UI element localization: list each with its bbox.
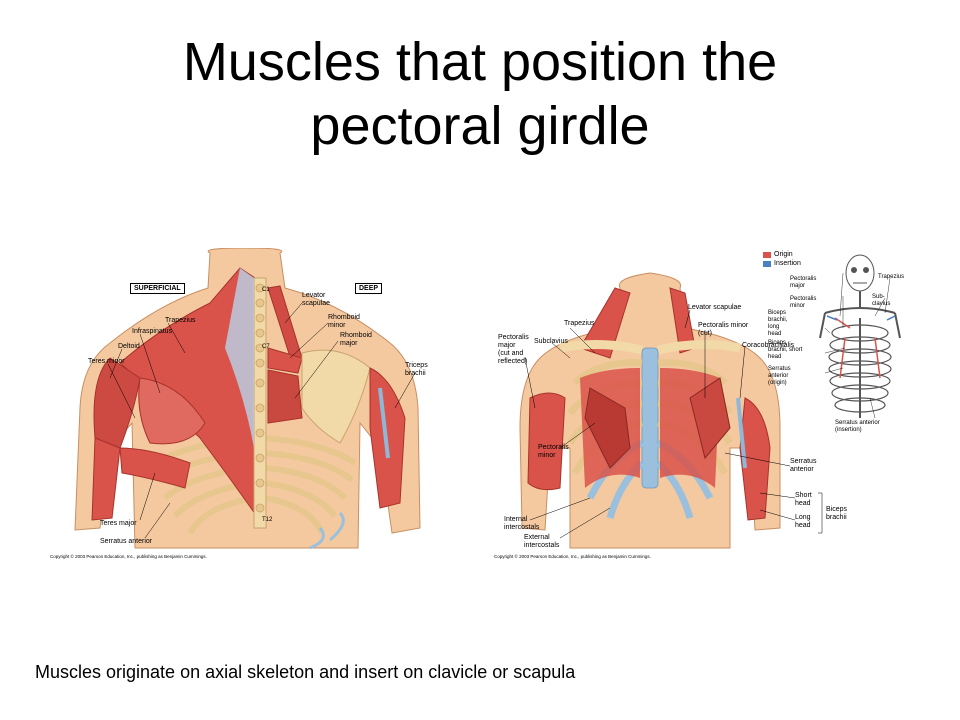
label-trapezius-anterior: Trapezius [564, 320, 595, 327]
label-serratus-anterior: Serratus anterior [100, 538, 153, 545]
label-levator-scapulae-anterior: Levator scapulae [688, 304, 742, 311]
label-serratus-anterior-anterior: Serratus anterior [790, 458, 817, 473]
legend-origin-label: Origin [774, 251, 793, 258]
label-c1: C1 [262, 287, 270, 293]
label-skeleton-subclavius: Sub- clavius [872, 294, 891, 307]
label-short-head: Short head [795, 492, 812, 507]
posterior-copyright: Copyright © 2003 Pearson Education, Inc.… [50, 554, 207, 559]
legend-insertion-label: Insertion [774, 260, 801, 267]
label-teres-minor: Teres minor [88, 358, 125, 365]
label-skeleton-pectoralis-major: Pectoralis major [790, 276, 817, 289]
left-arm [91, 437, 121, 521]
label-pectoralis-major-reflected: Pectoralis major (cut and reflected) [498, 334, 529, 365]
label-external-intercostals: External intercostals [524, 534, 560, 549]
rhomboid-major-muscle [267, 369, 303, 424]
label-skeleton-biceps-long: Biceps brachii, long head [768, 310, 788, 337]
posterior-view-illustration [74, 248, 421, 550]
slide-caption: Muscles originate on axial skeleton and … [35, 662, 576, 682]
clavicle-bone [559, 339, 644, 355]
label-skeleton-pectoralis-minor: Pectoralis minor [790, 296, 817, 309]
label-coracobrachialis: Coracobrachialis [742, 342, 795, 349]
label-biceps-brachii: Biceps brachii [826, 506, 848, 521]
label-subclavius: Subclavius [534, 338, 568, 345]
mini-skeleton [819, 254, 901, 419]
label-levator-scapulae: Levator scapulae [302, 292, 331, 307]
label-infraspinatus: Infraspinatus [132, 328, 173, 335]
posterior-view-figure: SUPERFICIAL DEEP Trapezius Infraspinatus… [40, 248, 440, 563]
anterior-view-illustration [519, 254, 901, 549]
legend-origin-swatch [763, 252, 771, 258]
label-long-head: Long head [795, 514, 811, 529]
anterior-view-figure: Origin Insertion Trapezius Subclavius Pe… [490, 248, 920, 563]
label-internal-intercostals: Internal intercostals [504, 516, 540, 531]
label-rhomboid-major: Rhomboid major [340, 332, 372, 347]
label-skeleton-trapezius: Trapezius [878, 274, 905, 280]
label-pectoralis-minor-cut: Pectoralis minor (cut) [698, 322, 749, 337]
slide-title-line-2: pectoral girdle [310, 96, 650, 156]
label-skeleton-serratus-insertion: Serratus anterior (insertion) [835, 420, 880, 433]
label-skeleton-biceps-short: Biceps brachii, short head [768, 340, 803, 360]
deep-badge: DEEP [355, 283, 383, 294]
rhomboid-minor-muscle [267, 347, 303, 374]
legend-insertion-swatch [763, 261, 771, 267]
label-triceps-brachii: Triceps brachii [405, 362, 428, 377]
label-skeleton-serratus-origin: Serratus anterior (origin) [768, 366, 791, 386]
label-trapezius: Trapezius [165, 317, 196, 324]
label-c7: C7 [262, 344, 270, 350]
label-teres-major: Teres major [100, 520, 137, 527]
label-t12: T12 [262, 517, 273, 523]
infraspinatus-muscle [138, 377, 206, 445]
anterior-copyright: Copyright © 2003 Pearson Education, Inc.… [494, 554, 651, 559]
label-rhomboid-minor: Rhomboid minor [328, 314, 360, 329]
label-deltoid: Deltoid [118, 343, 140, 350]
pectoralis-major-reflected-muscle [527, 392, 566, 491]
slide-title-line-1: Muscles that position the [182, 32, 778, 92]
teres-major-muscle [119, 447, 191, 489]
label-pectoralis-minor: Pectoralis minor [538, 444, 569, 459]
superficial-badge: SUPERFICIAL [130, 283, 185, 294]
scapula-bone [301, 349, 371, 444]
vertebral-column [253, 277, 267, 529]
slide-title: Muscles that position the pectoral girdl… [0, 30, 960, 158]
pectoralis-minor-muscle [584, 387, 631, 469]
